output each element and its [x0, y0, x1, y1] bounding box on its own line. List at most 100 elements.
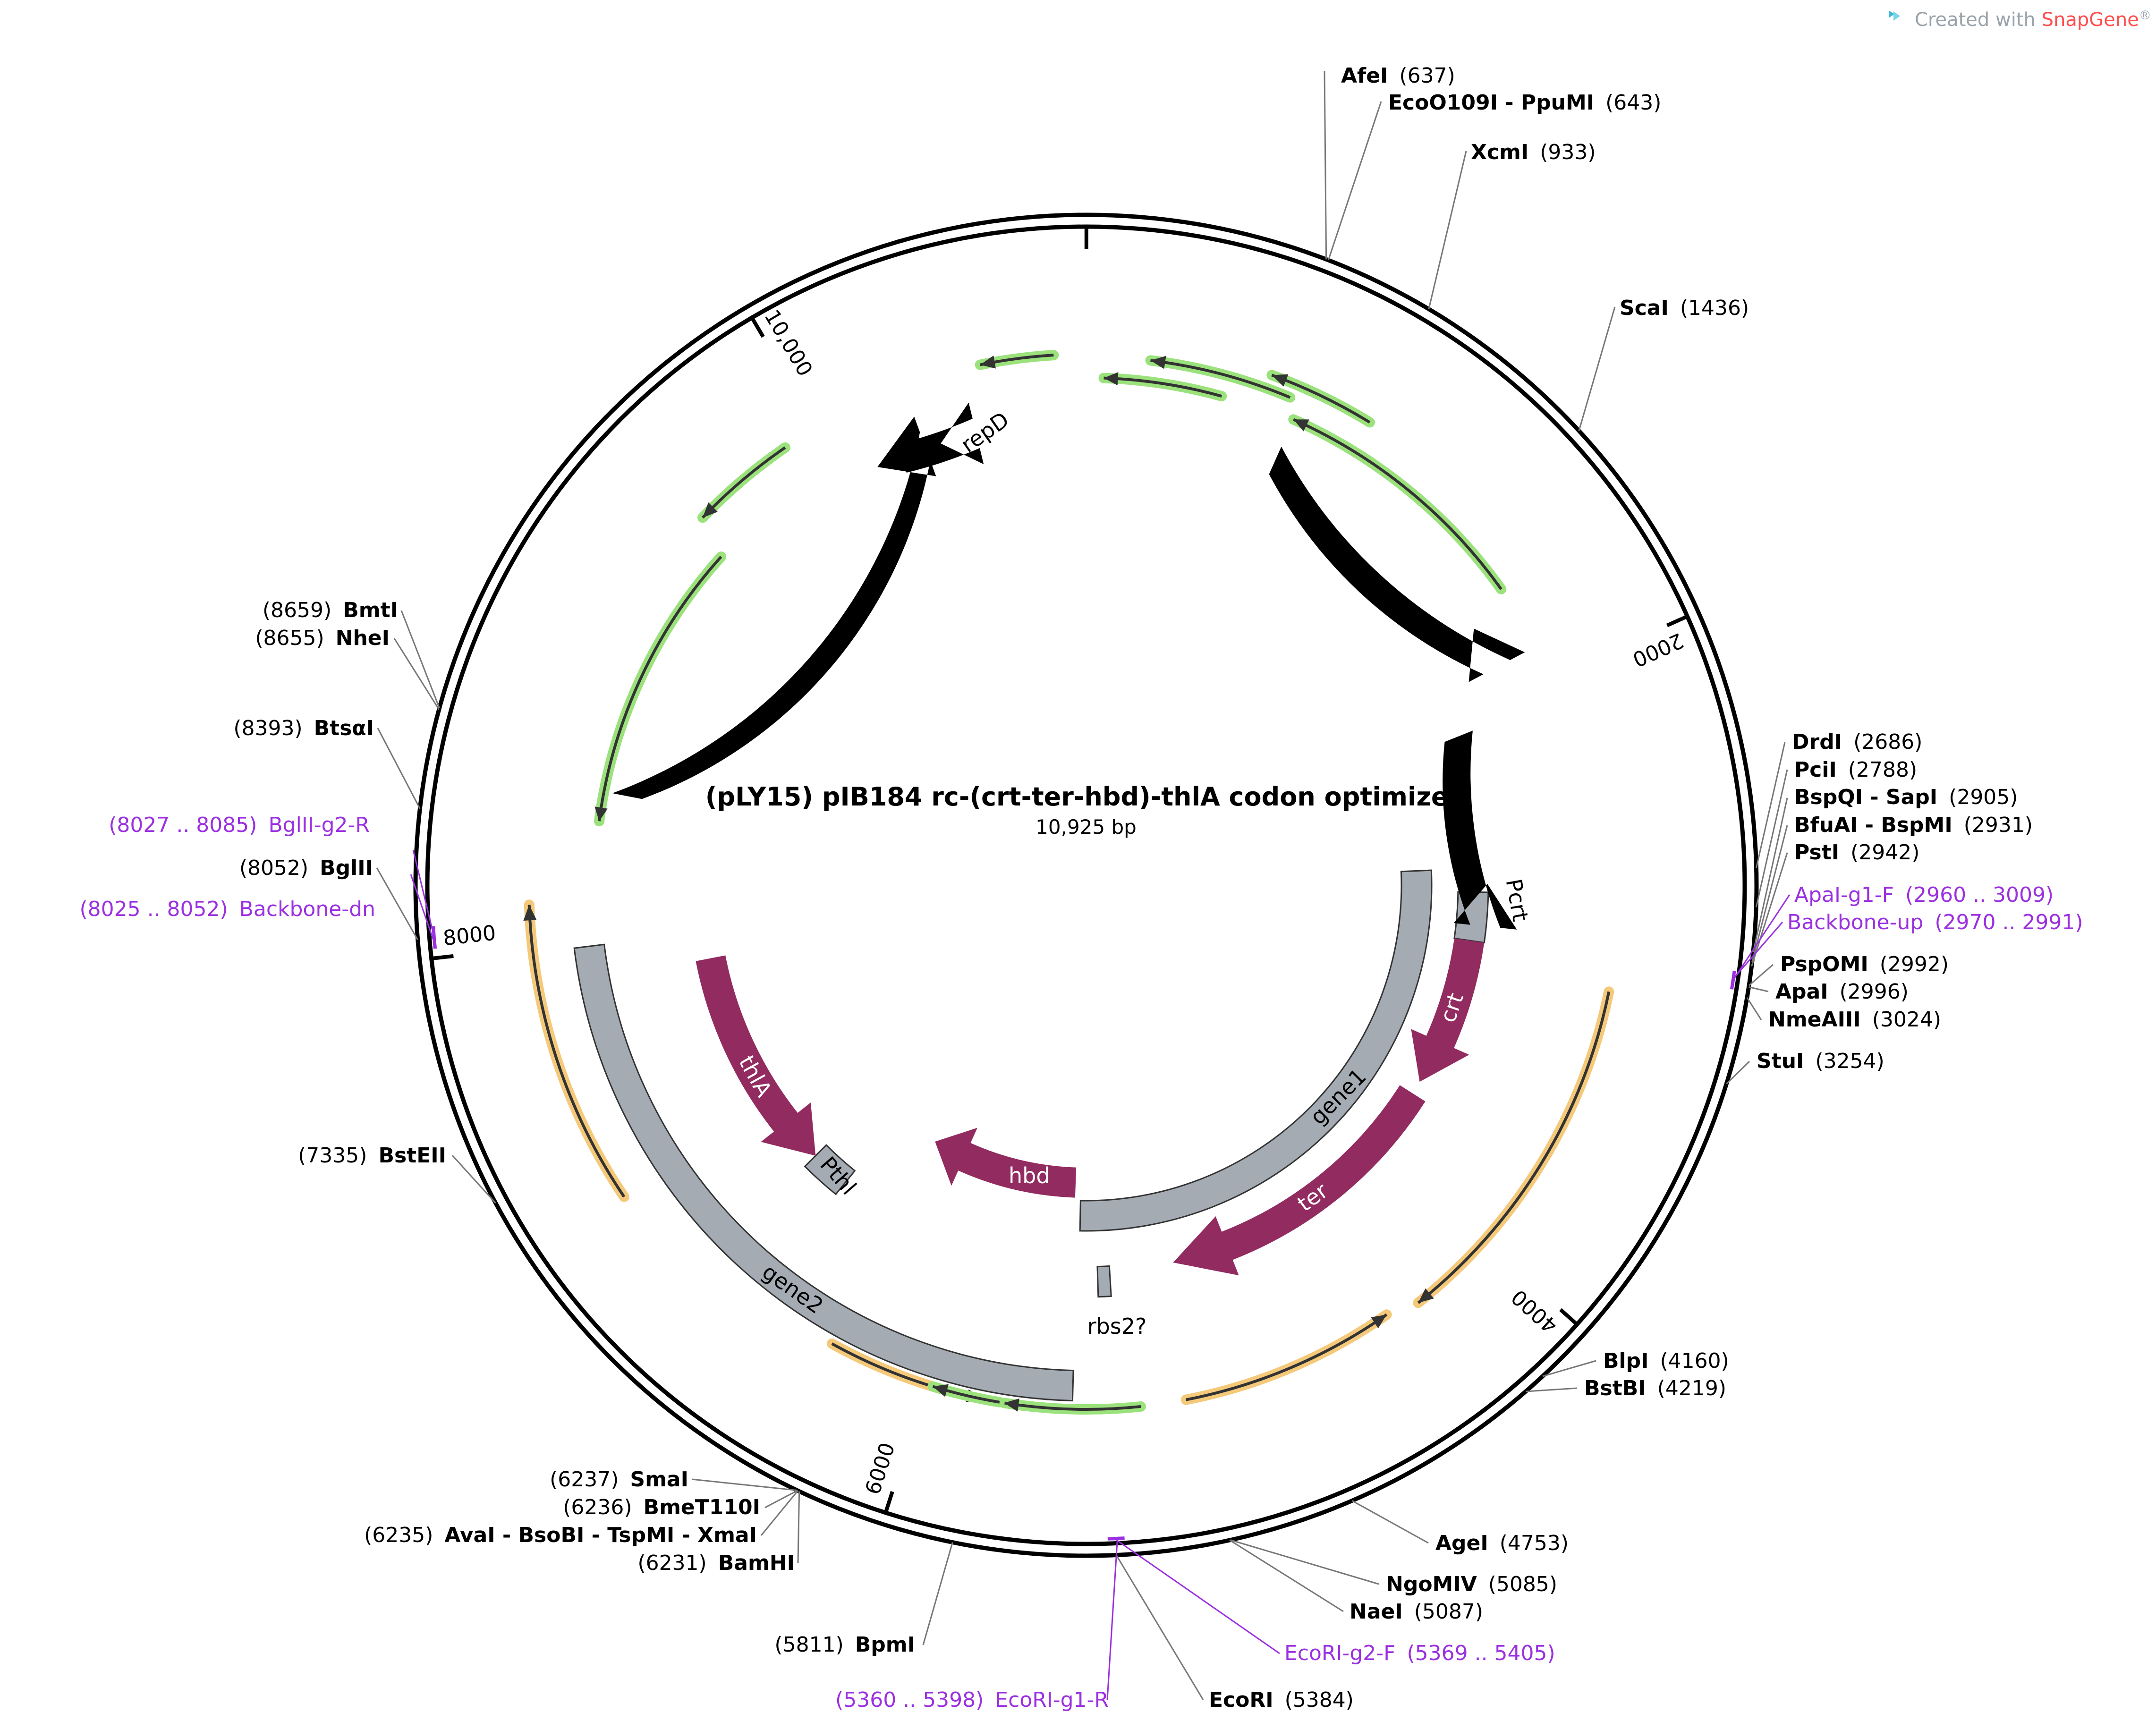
primer-leader-line	[410, 874, 435, 944]
enzyme-psti[interactable]: PstI(2942)	[1794, 840, 1919, 865]
enzyme-scai[interactable]: ScaI(1436)	[1620, 296, 1749, 320]
enzyme-bmti[interactable]: (8659)BmtI	[263, 598, 398, 622]
primer-ecori-g1-r[interactable]: (5360 .. 5398)EcoRI-g1-R	[835, 1688, 1109, 1712]
enzyme-leader-line	[691, 1478, 798, 1491]
feature-thla[interactable]: thlA	[696, 955, 816, 1156]
orf-arrow[interactable]	[1145, 355, 1296, 403]
orf-arrow[interactable]	[523, 899, 629, 1202]
enzyme-leader-line	[1746, 997, 1762, 1020]
orf-arrow[interactable]	[927, 1381, 1005, 1407]
enzyme-leader-line	[1752, 797, 1788, 952]
enzyme-avai[interactable]: (6235)AvaI - BsoBI - TspMI - XmaI	[364, 1523, 757, 1547]
orf-arrow[interactable]	[999, 1398, 1146, 1415]
enzyme-leader-line	[393, 638, 440, 710]
primer-marker[interactable]	[1110, 1536, 1125, 1541]
tick-label-8000: 8000	[442, 921, 497, 950]
enzyme-leader-line	[376, 867, 419, 941]
orf-arrow[interactable]	[594, 551, 727, 827]
enzyme-nhei[interactable]: (8655)NheI	[255, 626, 390, 650]
primer-apai-g1-f[interactable]: ApaI-g1-F(2960 .. 3009)	[1794, 883, 2054, 907]
primer-leader-line	[412, 849, 435, 937]
enzyme-leader-line	[1327, 101, 1382, 261]
svg-text:Created with SnapGene®: Created with SnapGene®	[1915, 8, 2151, 31]
tick-8000	[431, 954, 454, 961]
enzyme-afei[interactable]: AfeI(637)	[1341, 64, 1455, 88]
enzyme-btsai[interactable]: (8393)BtsαI	[233, 716, 374, 740]
enzyme-labels: AfeI(637) EcoO109I - PpuMI(643) XcmI(933…	[233, 64, 2033, 1712]
enzyme-ecori[interactable]: EcoRI(5384)	[1209, 1688, 1354, 1712]
orf-arrow[interactable]	[1180, 1309, 1392, 1405]
orf-arrow[interactable]	[1266, 370, 1375, 428]
enzyme-leader-line	[922, 1542, 953, 1645]
watermark-brand: SnapGene	[2042, 9, 2139, 31]
enzyme-bglii[interactable]: (8052)BglII	[239, 856, 373, 880]
enzyme-leader-line	[377, 728, 421, 809]
map-title: (pLY15) pIB184 rc-(crt-ter-hbd)-thlA cod…	[705, 782, 1467, 812]
orf-arrow[interactable]	[697, 442, 790, 523]
enzyme-ecoo109i[interactable]: EcoO109I - PpuMI(643)	[1388, 91, 1661, 115]
enzyme-leader-line	[1351, 1500, 1429, 1544]
enzyme-naei[interactable]: NaeI(5087)	[1350, 1600, 1483, 1624]
tick-label-6000: 6000	[861, 1440, 900, 1497]
enzyme-blpi[interactable]: BlpI(4160)	[1603, 1349, 1729, 1373]
map-length: 10,925 bp	[1036, 815, 1137, 839]
enzyme-leader-line	[1751, 825, 1788, 963]
enzyme-leader-line	[1726, 1060, 1750, 1085]
enzyme-leader-line	[1756, 742, 1786, 868]
enzyme-leader-line	[764, 1490, 798, 1509]
primer-leader-line	[1732, 894, 1791, 981]
feature-label-rbs2: rbs2?	[1087, 1314, 1147, 1339]
enzyme-sites	[376, 70, 1791, 1700]
enzyme-stui[interactable]: StuI(3254)	[1757, 1049, 1884, 1073]
primer-bglii-g2-r[interactable]: (8027 .. 8085)BglII-g2-R	[109, 813, 370, 837]
tick-4000	[1559, 1308, 1579, 1326]
enzyme-leader-line	[797, 1491, 800, 1563]
enzyme-pcii[interactable]: PciI(2788)	[1794, 758, 1917, 782]
enzyme-leader-line	[1324, 70, 1327, 260]
enzyme-nmeaiii[interactable]: NmeAIII(3024)	[1768, 1008, 1941, 1032]
primer-backbone-dn[interactable]: (8025 .. 8052)Backbone-dn	[79, 897, 375, 921]
enzyme-bpmi[interactable]: (5811)BpmI	[774, 1633, 915, 1657]
feature-hbd[interactable]: hbd	[935, 1128, 1077, 1198]
primer-marker[interactable]	[433, 938, 437, 949]
enzyme-bspqi[interactable]: BspQI - SapI(2905)	[1794, 785, 2018, 809]
enzyme-ngomiv[interactable]: NgoMIV(5085)	[1386, 1572, 1557, 1596]
primer-ecori-g2-f[interactable]: EcoRI-g2-F(5369 .. 5405)	[1284, 1641, 1555, 1665]
primer-leader-line	[1106, 1538, 1118, 1700]
enzyme-bsteii[interactable]: (7335)BstEII	[298, 1144, 446, 1168]
enzyme-leader-line	[1542, 1360, 1596, 1377]
enzyme-xcmi[interactable]: XcmI(933)	[1471, 140, 1596, 164]
feature-repe[interactable]: repE	[612, 416, 936, 799]
feature-gene1[interactable]: gene1	[1079, 869, 1433, 1232]
orf-arrow[interactable]	[1098, 372, 1227, 402]
enzyme-leader-line	[760, 1490, 798, 1536]
enzyme-bstbi[interactable]: BstBI(4219)	[1584, 1376, 1726, 1400]
enzyme-agei[interactable]: AgeI(4753)	[1435, 1531, 1569, 1555]
enzyme-bmet110i[interactable]: (6236)BmeT110I	[563, 1495, 760, 1519]
tick-label-10000: 10,000	[759, 305, 817, 381]
primer-leader-line	[1114, 1538, 1280, 1654]
orf-arrow[interactable]	[975, 350, 1059, 370]
tick-6000	[883, 1491, 894, 1514]
enzyme-leader-line	[1526, 1387, 1578, 1392]
backbone	[413, 212, 1759, 1558]
tick-label-4000: 4000	[1507, 1285, 1562, 1338]
enzyme-smai[interactable]: (6237)SmaI	[550, 1467, 688, 1492]
enzyme-apai[interactable]: ApaI(2996)	[1775, 980, 1909, 1004]
enzyme-leader-line	[1755, 769, 1788, 907]
enzyme-bamhi[interactable]: (6231)BamHI	[637, 1551, 795, 1575]
enzyme-pspomi[interactable]: PspOMI(2992)	[1780, 952, 1949, 976]
enzyme-leader-line	[1230, 1539, 1379, 1585]
enzyme-bfuai[interactable]: BfuAI - BspMI(2931)	[1794, 813, 2033, 837]
feature-rbs2[interactable]: rbs2?	[1087, 1265, 1147, 1339]
primer-leader-line	[1732, 922, 1783, 979]
enzyme-drdi[interactable]: DrdI(2686)	[1792, 730, 1922, 754]
primer-marker[interactable]	[1731, 975, 1736, 983]
orf-arrow[interactable]	[1413, 986, 1614, 1308]
enzyme-leader-line	[400, 610, 440, 709]
primer-backbone-up[interactable]: Backbone-up(2970 .. 2991)	[1787, 910, 2083, 934]
orf-arrow[interactable]	[1288, 414, 1507, 594]
tick-label-2000: 2000	[1629, 628, 1687, 671]
primer-labels: ApaI-g1-F(2960 .. 3009) Backbone-up(2970…	[79, 813, 2083, 1712]
